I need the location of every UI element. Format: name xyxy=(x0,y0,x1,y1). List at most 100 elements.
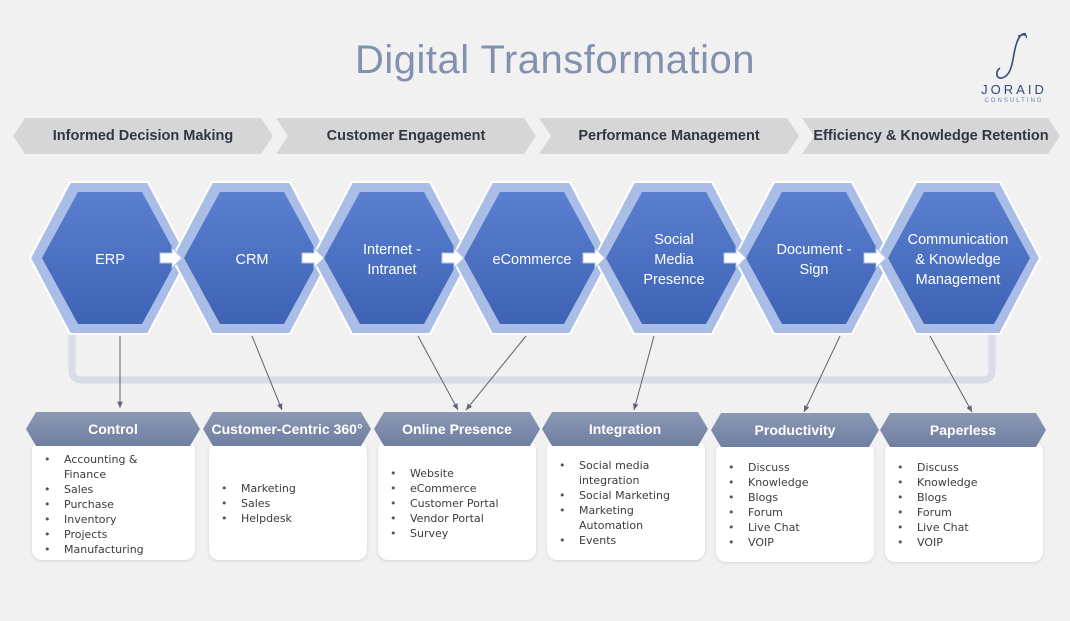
hex-document-sign xyxy=(732,181,894,335)
list-item: Live Chat xyxy=(728,520,874,535)
hex-crm xyxy=(170,181,332,335)
goal-label: Efficiency & Knowledge Retention xyxy=(813,128,1049,144)
connector-ecommerce-online xyxy=(465,335,527,411)
list-item: VOIP xyxy=(897,535,1043,550)
hex-communication-knowledge-management xyxy=(874,181,1042,335)
flow-arrow-icon xyxy=(863,246,887,270)
connector-intranet-online xyxy=(417,335,459,411)
hex-line: Communication xyxy=(907,232,1009,248)
hex-line: Internet - xyxy=(362,242,422,258)
hub-connector-line xyxy=(68,326,996,384)
list-item: Inventory xyxy=(44,512,195,527)
card-paperless: Discuss Knowledge Blogs Forum Live Chat … xyxy=(885,442,1043,562)
header-customer-centric-360: Customer-Centric 360° xyxy=(203,412,371,446)
card-list: Marketing Sales Helpdesk xyxy=(209,481,367,526)
logo-subtitle: CONSULTING xyxy=(984,98,1044,104)
header-label: Integration xyxy=(588,421,662,437)
card-online-presence: Website eCommerce Customer Portal Vendor… xyxy=(378,440,536,560)
logo-word: JORAID xyxy=(981,82,1047,97)
hex-line: & Knowledge xyxy=(915,252,1001,268)
card-customer-centric-360: Marketing Sales Helpdesk xyxy=(209,440,367,560)
hex-line: eCommerce xyxy=(492,252,572,268)
list-item: Website xyxy=(390,466,536,481)
list-item: Finance xyxy=(64,468,107,481)
list-item: Knowledge xyxy=(897,475,1043,490)
flow-arrow-icon xyxy=(301,246,325,270)
list-item: Sales xyxy=(44,482,195,497)
hex-label-crm: CRM xyxy=(187,215,317,305)
goal-efficiency-knowledge-retention: Efficiency & Knowledge Retention xyxy=(802,118,1060,154)
list-item: Purchase xyxy=(44,497,195,512)
hex-label-ecommerce: eCommerce xyxy=(467,215,597,305)
hex-erp xyxy=(28,181,190,335)
header-label: Paperless xyxy=(929,422,997,438)
list-item: Discuss xyxy=(728,460,874,475)
header-label: Control xyxy=(88,421,138,437)
list-item: Forum xyxy=(897,505,1043,520)
goal-customer-engagement: Customer Engagement xyxy=(276,118,536,154)
header-label: Customer-Centric 360° xyxy=(211,421,363,437)
header-label: Online Presence xyxy=(402,421,512,437)
goal-label: Customer Engagement xyxy=(326,128,486,144)
header-control: Control xyxy=(26,412,200,446)
hex-line: Intranet xyxy=(367,262,417,278)
list-item: Live Chat xyxy=(897,520,1043,535)
hex-line: ERP xyxy=(95,252,125,268)
list-item: Social media xyxy=(559,458,705,473)
list-item: VOIP xyxy=(728,535,874,550)
hex-line: Document - xyxy=(776,242,852,258)
hex-line: Sign xyxy=(799,262,829,278)
hex-line: CRM xyxy=(235,252,269,268)
header-paperless: Paperless xyxy=(880,413,1046,447)
header-label: Productivity xyxy=(754,422,836,438)
list-item: Vendor Portal xyxy=(390,511,536,526)
list-item: Manufacturing xyxy=(44,542,195,557)
card-list: Accounting & Finance Sales Purchase Inve… xyxy=(32,452,195,557)
flow-arrow-icon xyxy=(723,246,747,270)
connector-communication-paperless xyxy=(929,335,973,413)
list-item: Social Marketing xyxy=(559,488,705,503)
header-online-presence: Online Presence xyxy=(374,412,540,446)
hex-ecommerce xyxy=(450,181,612,335)
list-item: Forum xyxy=(728,505,874,520)
list-item: Helpdesk xyxy=(221,511,367,526)
card-integration: Social media integration Social Marketin… xyxy=(547,440,705,560)
connector-docsign-productivity xyxy=(803,335,841,413)
page-title: Digital Transformation xyxy=(354,38,756,82)
connector-crm-customer-centric xyxy=(251,335,283,411)
list-item: Customer Portal xyxy=(390,496,536,511)
hex-social-media-presence xyxy=(592,181,754,335)
header-productivity: Productivity xyxy=(711,413,879,447)
goal-label: Performance Management xyxy=(578,128,760,144)
card-list: Discuss Knowledge Blogs Forum Live Chat … xyxy=(885,460,1043,550)
list-item: Sales xyxy=(221,496,367,511)
joraid-logo: JORAID CONSULTING xyxy=(968,28,1060,112)
hex-line: Management xyxy=(915,272,1001,288)
list-item: Accounting & xyxy=(44,452,195,467)
card-list: Social media integration Social Marketin… xyxy=(547,458,705,548)
goal-label: Informed Decision Making xyxy=(52,128,234,144)
goal-informed-decision-making: Informed Decision Making xyxy=(13,118,273,154)
hex-line: Social xyxy=(654,232,694,248)
list-item: Marketing xyxy=(221,481,367,496)
card-list: Website eCommerce Customer Portal Vendor… xyxy=(378,466,536,541)
list-item: Automation xyxy=(579,519,644,532)
flow-arrow-icon xyxy=(441,246,465,270)
hex-label-erp: ERP xyxy=(45,215,175,305)
hex-line: Media xyxy=(654,252,694,268)
flow-arrow-icon xyxy=(159,246,183,270)
list-item: Marketing xyxy=(559,503,705,518)
hex-line: Presence xyxy=(643,272,705,288)
card-control: Accounting & Finance Sales Purchase Inve… xyxy=(32,440,195,560)
goal-performance-management: Performance Management xyxy=(539,118,799,154)
hex-label-document-sign: Document - Sign xyxy=(749,215,879,305)
list-item: eCommerce xyxy=(390,481,536,496)
connector-social-integration xyxy=(632,335,655,411)
list-item: Survey xyxy=(390,526,536,541)
list-item: Blogs xyxy=(897,490,1043,505)
list-item: Discuss xyxy=(897,460,1043,475)
hex-label-internet-intranet: Internet - Intranet xyxy=(327,215,457,305)
